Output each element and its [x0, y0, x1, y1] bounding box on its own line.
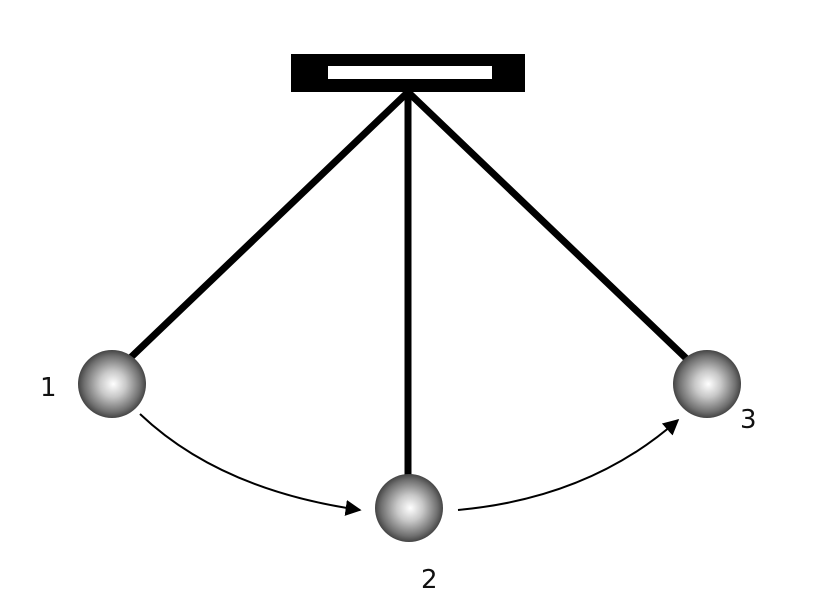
- ceiling-support-icon: [291, 54, 525, 92]
- swing-arrow-icon: [457, 418, 680, 511]
- pendulum-bob-icon: [673, 350, 741, 418]
- pendulum-bob-icon: [78, 350, 146, 418]
- position-label-2: 2: [421, 565, 438, 595]
- pendulum-bob-icon: [375, 474, 443, 542]
- position-label-1: 1: [40, 373, 57, 403]
- swing-arrow-icon: [139, 413, 362, 516]
- string-position-3: [404, 88, 694, 366]
- position-label-3: 3: [740, 405, 757, 435]
- string-position-1: [122, 88, 412, 366]
